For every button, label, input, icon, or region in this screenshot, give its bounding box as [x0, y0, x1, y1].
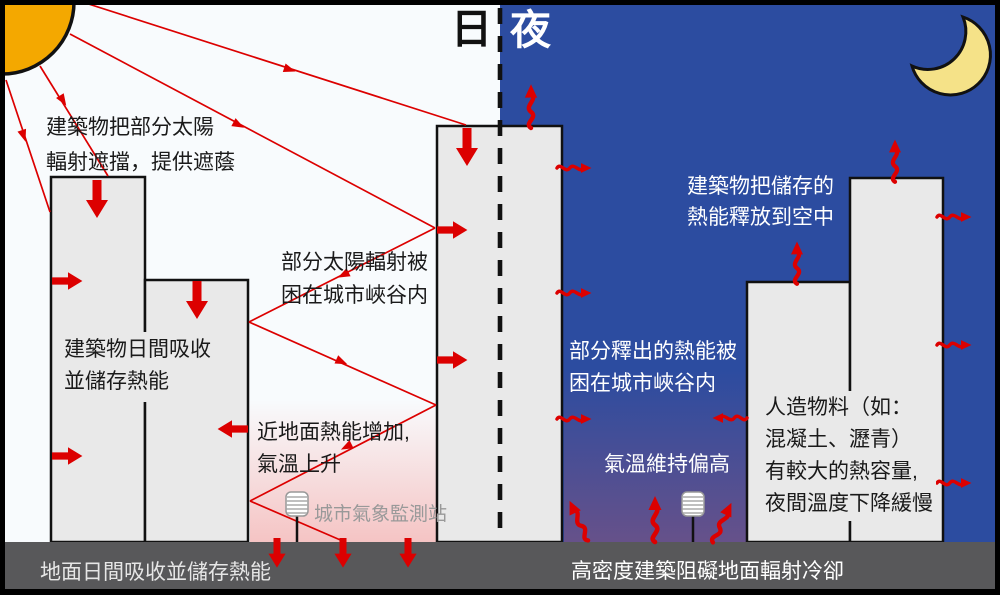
- night-ground-label: 高密度建築阻礙地面輻射冷卻: [571, 560, 844, 583]
- day-title: 日: [451, 6, 492, 52]
- day-canyon-heat-gradient: [250, 400, 437, 542]
- day-absorb-note: 建築物日間吸收 並儲存熱能: [62, 332, 215, 402]
- weather-station-label: 城市氣象監測站: [314, 504, 448, 525]
- night-temp-note: 氣溫維持偏高: [604, 453, 730, 476]
- day-ground-label: 地面日間吸收並儲存熱能: [40, 561, 271, 584]
- sun-icon: [0, 0, 76, 76]
- night-trapped-note: 部分釋出的熱能被 困在城市峽谷内: [569, 340, 737, 395]
- night-release-note: 建築物把儲存的 熱能釋放到空中: [687, 175, 834, 229]
- sun-rays: [5, 0, 467, 543]
- building-day-mid: [143, 278, 250, 544]
- night-title: 夜: [510, 7, 551, 53]
- day-shade-note: 建築物把部分太陽 輻射遮擋，提供遮蔭: [46, 116, 235, 174]
- heat-wave-icon: [525, 84, 537, 128]
- day-trapped-note: 部分太陽輻射被 困在城市峽谷内: [281, 251, 428, 307]
- moon-icon: [909, 14, 992, 97]
- ground-strip: [4, 542, 996, 589]
- day-near-ground-note: 近地面熱能增加, 氣溫上升: [257, 421, 410, 476]
- night-materials-note: 人造物料（如： 混凝土、瀝青） 有較大的熱容量, 夜間溫度下降緩慢: [762, 391, 936, 521]
- heat-wave-icon: [889, 139, 901, 181]
- heat-wave-icon: [791, 241, 803, 283]
